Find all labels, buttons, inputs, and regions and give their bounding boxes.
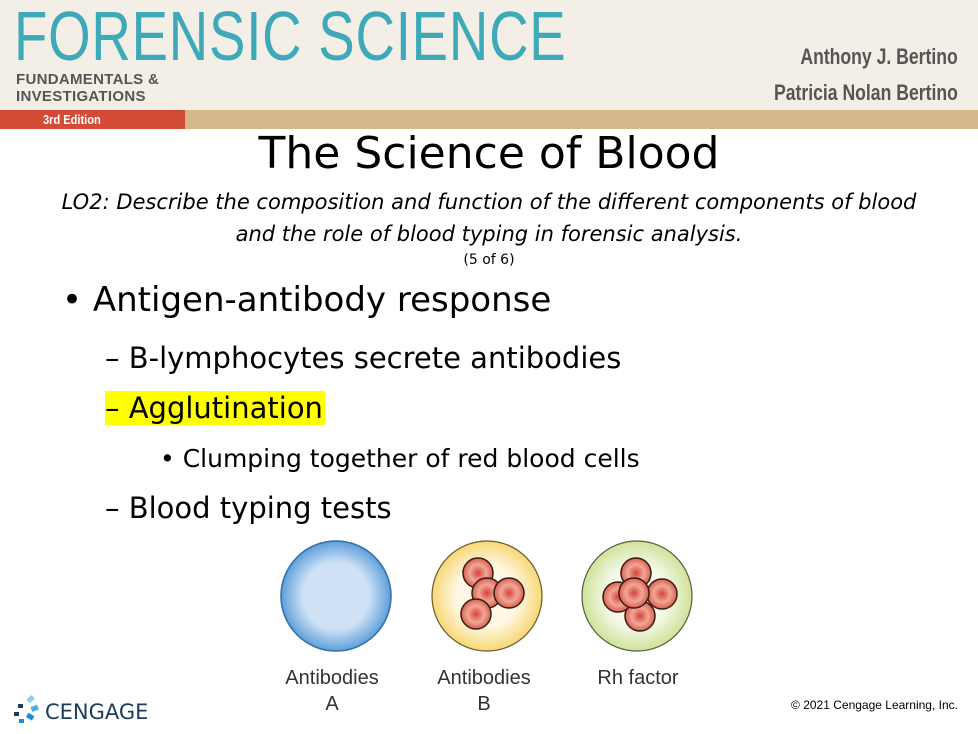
edition-badge: 3rd Edition: [0, 110, 185, 129]
cengage-logo-icon: [14, 694, 39, 723]
label-line: Antibodies: [437, 667, 531, 689]
figure-label-rh-factor: Rh factor: [568, 665, 708, 691]
header-stripe: [0, 110, 978, 129]
author-name: Patricia Nolan Bertino: [774, 80, 958, 105]
red-blood-cell: [646, 578, 678, 610]
cengage-logo-text: CENGAGE: [45, 700, 149, 724]
label-line: B: [477, 693, 491, 715]
label-line: Rh factor: [597, 667, 679, 689]
learning-objective: LO2: Describe the composition and functi…: [61, 190, 917, 246]
bullet-level2: – B-lymphocytes secrete antibodies: [105, 341, 621, 375]
bullet-marker: –: [105, 341, 120, 375]
header-banner: [0, 0, 978, 110]
bullet-marker: •: [160, 444, 175, 473]
book-subtitle: FUNDAMENTALS &: [16, 71, 160, 88]
copyright: © 2021 Cengage Learning, Inc.: [791, 698, 958, 712]
bullet-text: Clumping together of red blood cells: [182, 444, 640, 473]
bullet-marker: •: [62, 280, 83, 320]
red-blood-cell: [493, 577, 525, 609]
bullet-text: Antigen-antibody response: [92, 280, 552, 320]
label-line: Antibodies: [285, 667, 379, 689]
edition-label: 3rd Edition: [43, 112, 101, 127]
bullet-level2-highlighted: – Agglutination: [105, 391, 325, 425]
bullet-text: Blood typing tests: [128, 491, 392, 525]
page-indicator: (5 of 6): [463, 252, 515, 268]
bullet-text: B-lymphocytes secrete antibodies: [128, 341, 622, 375]
bullet-marker: –: [105, 491, 120, 525]
bullet-text: Agglutination: [128, 391, 323, 425]
bullet-level1: • Antigen-antibody response: [62, 280, 551, 320]
bullet-level2: – Blood typing tests: [105, 491, 392, 525]
red-blood-cell: [618, 577, 650, 609]
label-line: A: [325, 693, 339, 715]
book-title-logo: FORENSIC SCIENCE: [14, 0, 567, 75]
slide-title: The Science of Blood: [258, 128, 720, 179]
book-subtitle: INVESTIGATIONS: [16, 88, 146, 105]
red-blood-cell: [460, 598, 492, 630]
bullet-marker: –: [105, 391, 120, 425]
antibodies-a-well: [280, 540, 392, 652]
bullet-level3: • Clumping together of red blood cells: [160, 444, 640, 473]
author-name: Anthony J. Bertino: [800, 44, 958, 69]
